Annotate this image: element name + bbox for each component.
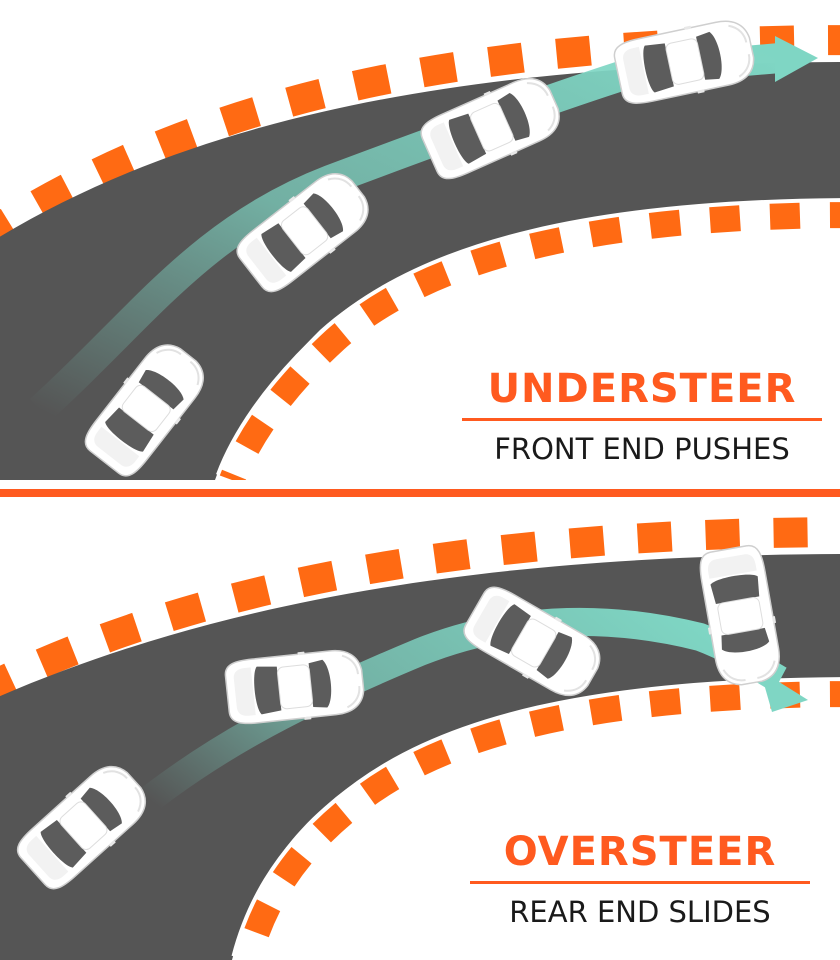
oversteer-subtitle: REAR END SLIDES [509,895,771,929]
understeer-title-underline [462,418,822,421]
road-surface [0,62,840,480]
road-surface [0,554,840,960]
inner-curb-base [231,677,840,960]
oversteer-caption: OVERSTEER REAR END SLIDES [470,829,810,930]
understeer-subtitle: FRONT END PUSHES [494,432,790,466]
understeer-caption: UNDERSTEER FRONT END PUSHES [462,366,822,467]
arrow-right-icon [775,36,818,82]
arrow-down-right-icon [760,670,808,712]
oversteer-title: OVERSTEER [503,829,777,875]
oversteer-title-underline [470,881,810,884]
understeer-track-scene [0,13,840,480]
inner-curb-stripes [219,202,840,480]
oversteer-track-scene [0,513,840,960]
outer-curb-base [0,513,840,704]
oversteer-panel: OVERSTEER REAR END SLIDES [0,502,840,960]
understeer-panel: UNDERSTEER FRONT END PUSHES [0,13,840,480]
understeer-title: UNDERSTEER [487,366,797,412]
panel-divider [0,489,840,497]
